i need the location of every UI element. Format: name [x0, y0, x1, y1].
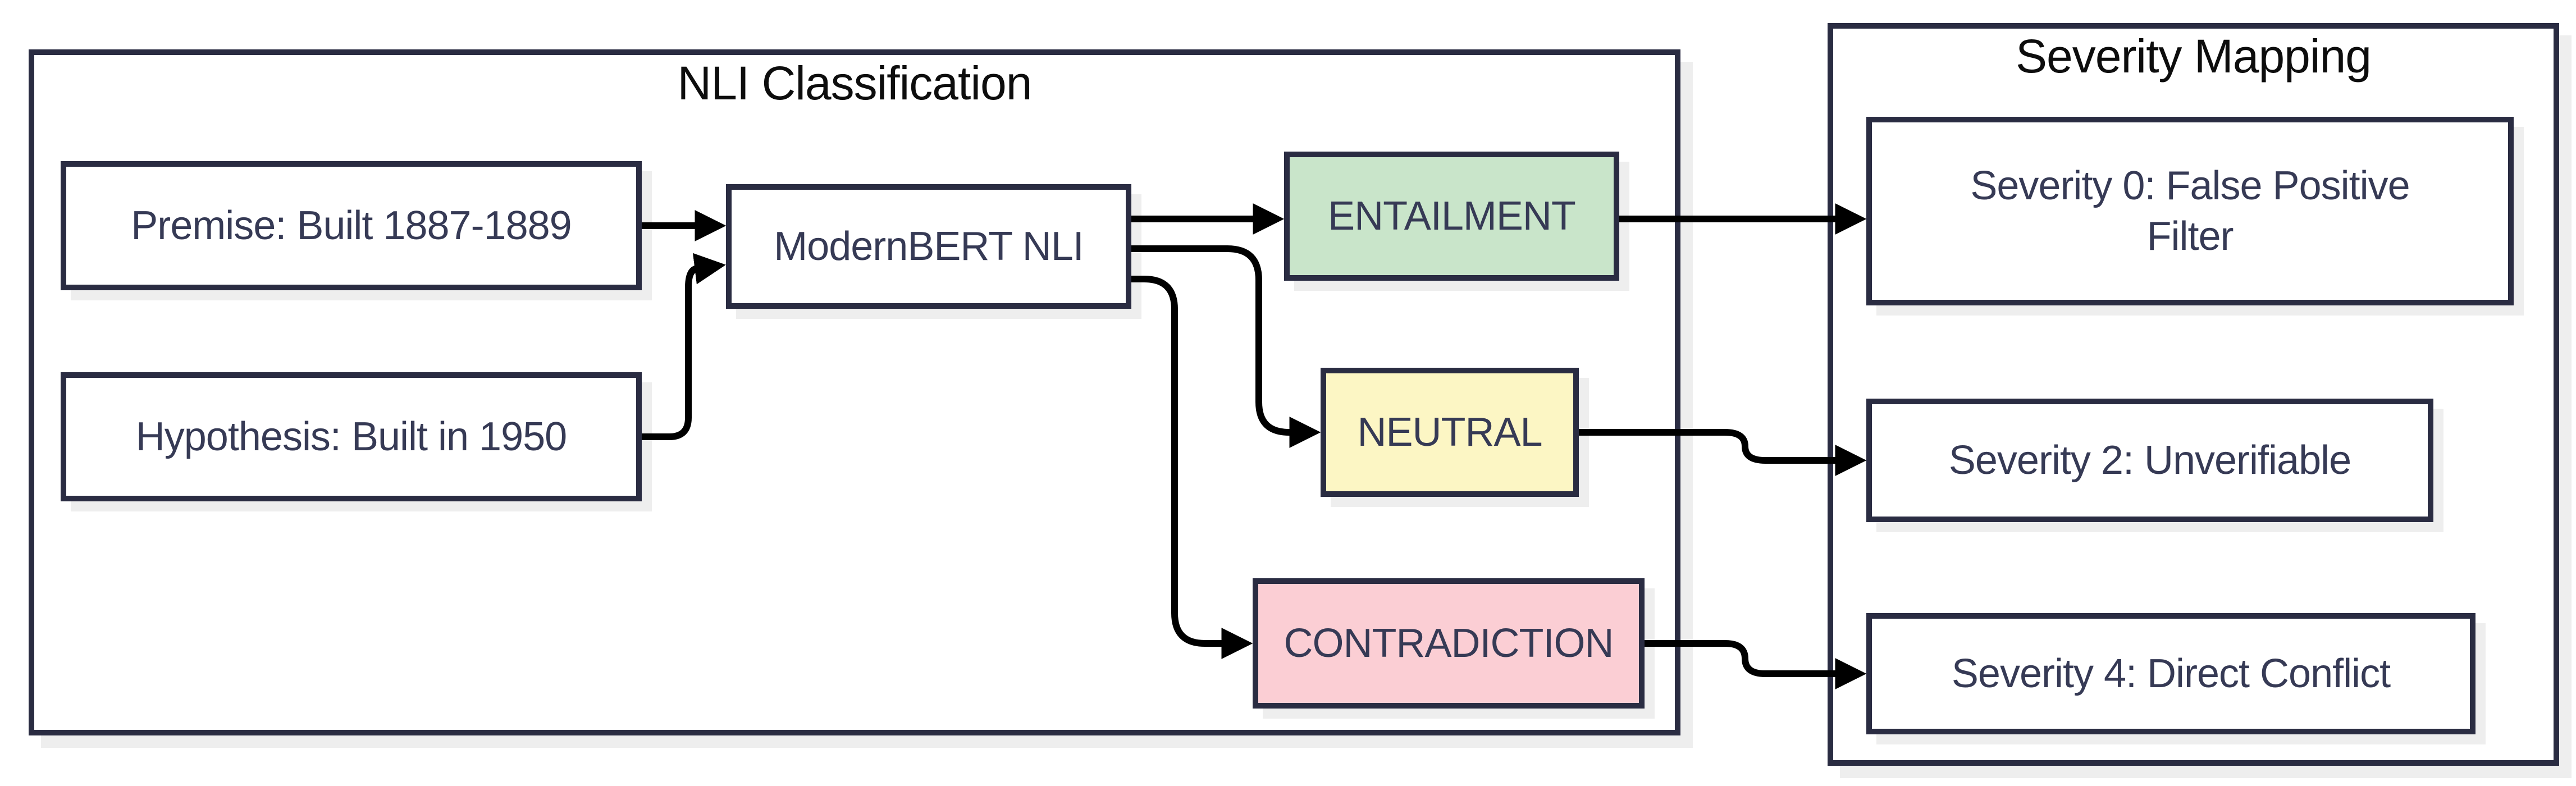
modernbert-nli-node-label: ModernBERT NLI — [774, 224, 1084, 269]
severity-0-node-label-line1: Severity 0: False Positive — [1970, 163, 2410, 208]
entailment-node: ENTAILMENT — [1284, 152, 1619, 281]
premise-node-label: Premise: Built 1887-1889 — [131, 203, 572, 248]
severity-4-node-label: Severity 4: Direct Conflict — [1951, 651, 2391, 696]
entailment-node-label: ENTAILMENT — [1328, 194, 1576, 239]
contradiction-node-label: CONTRADICTION — [1284, 621, 1614, 666]
modernbert-nli-node: ModernBERT NLI — [726, 184, 1131, 309]
severity-mapping-title: Severity Mapping — [2016, 30, 2372, 83]
severity-0-node: Severity 0: False Positive Filter — [1866, 117, 2514, 305]
severity-4-node: Severity 4: Direct Conflict — [1866, 613, 2475, 734]
neutral-node-label: NEUTRAL — [1357, 410, 1542, 455]
hypothesis-node: Hypothesis: Built in 1950 — [61, 372, 642, 501]
premise-node: Premise: Built 1887-1889 — [61, 161, 642, 290]
severity-2-node: Severity 2: Unverifiable — [1866, 399, 2433, 522]
severity-0-node-label-line2: Filter — [2146, 214, 2234, 259]
hypothesis-node-label: Hypothesis: Built in 1950 — [135, 414, 567, 459]
severity-2-node-label: Severity 2: Unverifiable — [1948, 438, 2351, 483]
neutral-node: NEUTRAL — [1321, 368, 1579, 497]
nli-classification-title: NLI Classification — [677, 57, 1033, 109]
contradiction-node: CONTRADICTION — [1253, 578, 1645, 709]
